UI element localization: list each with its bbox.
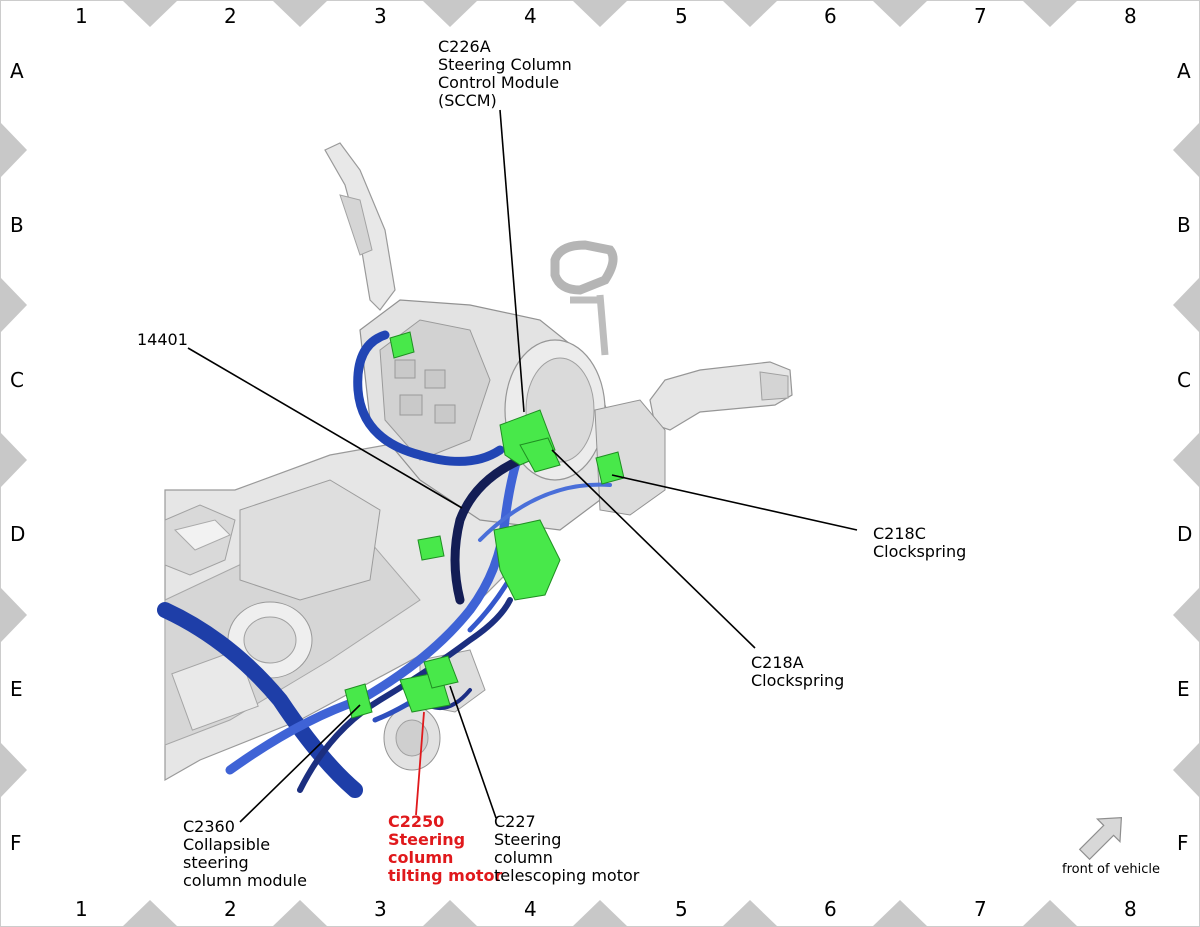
grid-row-left-e: E — [10, 677, 23, 701]
callout-c227: C227 Steering column telescoping motor — [494, 812, 640, 885]
frame-ticks-bottom — [122, 900, 1078, 927]
frame-ticks-left — [0, 122, 27, 798]
grid-row-left-a: A — [10, 59, 24, 83]
front-arrow-icon — [1078, 816, 1123, 861]
wire-harness — [157, 330, 612, 798]
connector-c218a — [519, 437, 561, 473]
grid-col-bottom-8: 8 — [1124, 897, 1137, 921]
grid-col-top-4: 4 — [524, 4, 537, 28]
connector-cluster — [493, 519, 561, 601]
grid-col-bottom-1: 1 — [75, 897, 88, 921]
grid-col-top-7: 7 — [974, 4, 987, 28]
front-of-vehicle-label: front of vehicle — [1062, 862, 1161, 877]
connector-c2360 — [344, 683, 373, 719]
grid-row-left-b: B — [10, 213, 24, 237]
grid-col-bottom-5: 5 — [675, 897, 688, 921]
grid-col-top-8: 8 — [1124, 4, 1137, 28]
grid-row-left-d: D — [10, 522, 26, 546]
callout-c226a: C226A Steering Column Control Module (SC… — [438, 37, 572, 110]
connectors — [344, 331, 625, 719]
grid-col-bottom-3: 3 — [374, 897, 387, 921]
grid-row-right-d: D — [1177, 522, 1193, 546]
grid-row-right-f: F — [1177, 831, 1189, 855]
grid-row-right-a: A — [1177, 59, 1191, 83]
grid-col-top-3: 3 — [374, 4, 387, 28]
connector-upper-left — [389, 331, 415, 359]
grid-row-left-c: C — [10, 368, 24, 392]
grid-col-bottom-4: 4 — [524, 897, 537, 921]
callout-c218c: C218C Clockspring — [873, 524, 967, 561]
frame-ticks-top — [122, 0, 1078, 27]
callout-c218a: C218A Clockspring — [751, 653, 845, 690]
steering-column-illustration — [164, 142, 793, 782]
callout-c2360: C2360 Collapsible steering column module — [183, 817, 307, 890]
frame-ticks-right — [1173, 122, 1200, 798]
leader-line-c2250 — [415, 711, 425, 816]
grid-col-top-1: 1 — [75, 4, 88, 28]
leader-lines — [187, 109, 858, 823]
connector-d2 — [417, 535, 445, 561]
grid-col-bottom-2: 2 — [224, 897, 237, 921]
grid-col-bottom-7: 7 — [974, 897, 987, 921]
grid-row-left-f: F — [10, 831, 22, 855]
connector-c227 — [423, 655, 459, 689]
grid-row-right-c: C — [1177, 368, 1191, 392]
grid-col-bottom-6: 6 — [824, 897, 837, 921]
grid-col-top-5: 5 — [675, 4, 688, 28]
grid-col-top-2: 2 — [224, 4, 237, 28]
callout-14401: 14401 — [137, 330, 188, 349]
callout-c2250: C2250 Steering column tilting motor — [388, 812, 503, 885]
grid-row-right-b: B — [1177, 213, 1191, 237]
grid-row-right-e: E — [1177, 677, 1190, 701]
grid-col-top-6: 6 — [824, 4, 837, 28]
